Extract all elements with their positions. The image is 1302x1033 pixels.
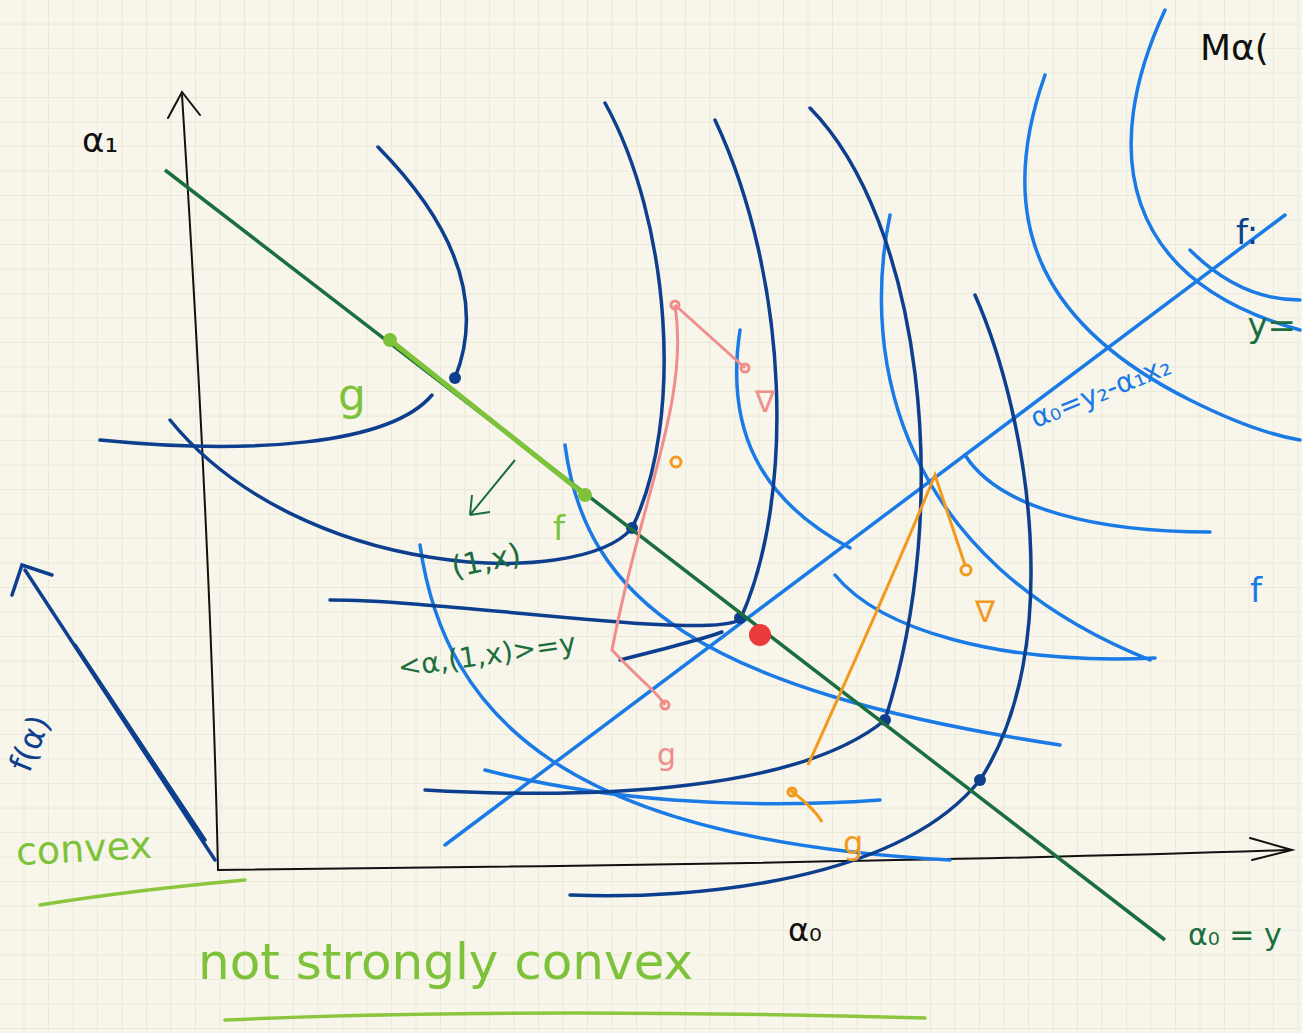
sketch-label: α₀ = y bbox=[1188, 920, 1282, 950]
sketch-label: α₀ bbox=[788, 914, 822, 946]
underline bbox=[40, 880, 925, 1020]
axes bbox=[168, 92, 1292, 870]
constraint-line bbox=[165, 170, 1165, 940]
level-curves-light bbox=[420, 10, 1300, 860]
f-arrow bbox=[12, 565, 215, 860]
endpoint bbox=[383, 333, 397, 347]
sketch-label: g bbox=[338, 373, 366, 417]
sketch-label: f bbox=[553, 511, 565, 545]
intersection-dots bbox=[449, 372, 986, 786]
orange-path bbox=[671, 457, 971, 822]
sketch-label: y= bbox=[1247, 308, 1296, 342]
sketch-label: ∇ bbox=[755, 387, 775, 417]
sketch-label: f: bbox=[1236, 215, 1258, 249]
sketch-label: g bbox=[843, 827, 863, 859]
endpoint bbox=[578, 488, 592, 502]
sketch-label: α₁ bbox=[82, 123, 118, 157]
pink-path bbox=[612, 301, 749, 709]
segment bbox=[390, 340, 585, 495]
sketch-label: not strongly convex bbox=[198, 937, 693, 987]
optimum-dot bbox=[749, 624, 771, 646]
normal-arrow bbox=[470, 460, 515, 515]
sketch-label: g bbox=[657, 740, 676, 770]
sketch-label: ∇ bbox=[975, 597, 995, 627]
sketch-label: Mα( bbox=[1200, 30, 1269, 66]
sketch-label: f bbox=[1250, 573, 1262, 607]
level-curves-dark bbox=[100, 103, 1031, 896]
sketch-label: convex bbox=[15, 826, 153, 871]
